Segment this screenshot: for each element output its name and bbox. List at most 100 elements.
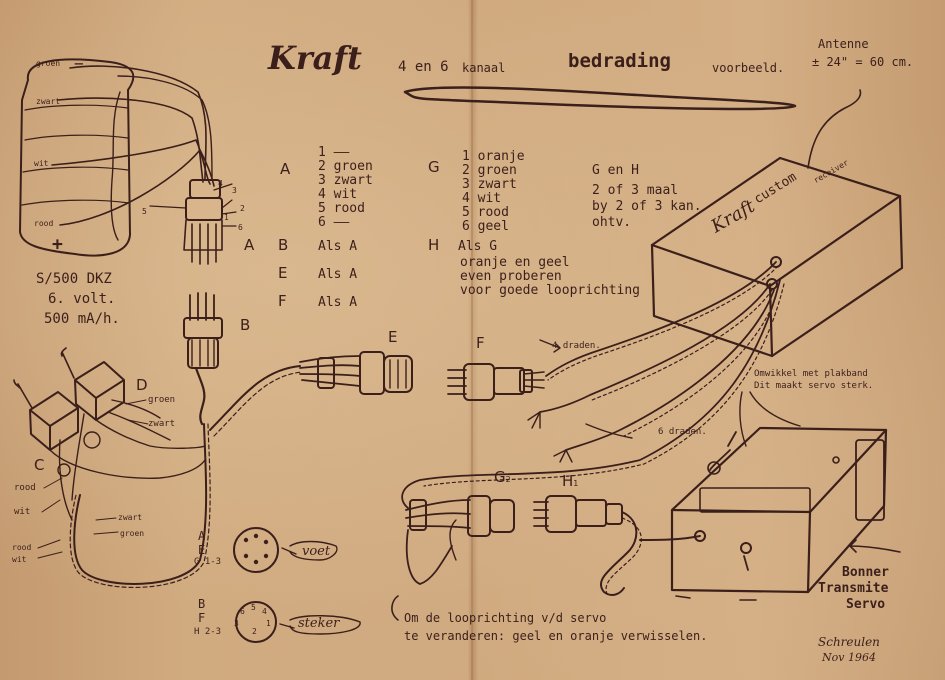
switch-wire-zwart: zwart (148, 419, 176, 429)
battery-wire-label-groen: groen (36, 59, 61, 68)
table-g-row-4: 4 wit (462, 191, 502, 206)
six-wires-arrow (585, 423, 633, 439)
twisted-cable-b (73, 423, 208, 585)
table-a-row-3: 3 zwart (318, 173, 373, 188)
connector-label-f: F (476, 334, 485, 352)
table-g-row-1: 1 oranje (462, 149, 525, 164)
battery-pack (19, 58, 135, 257)
h2-twisted-cable (600, 511, 638, 596)
footer-line-1: Om de looprichting v/d servo (404, 611, 607, 625)
connector-label-g2: G2 (494, 470, 511, 485)
table-f-text: Als A (318, 295, 358, 310)
plug-pin-5: 5 (251, 603, 256, 612)
tape-note-1: Omwikkel met plakband (754, 369, 868, 379)
gh-title: G en H (592, 163, 639, 178)
battery-wire-harness (51, 65, 215, 226)
servo-cable (639, 535, 701, 541)
g2-subscript: 2 (505, 475, 511, 484)
battery-type: S/500 DKZ (36, 271, 112, 287)
switch-wire-wit-2: wit (12, 555, 27, 564)
receiver-wire-bundles (401, 261, 785, 509)
connector-label-e: E (388, 328, 398, 346)
servo-name-line-3: Servo (846, 597, 886, 612)
footer-line-2: te veranderen: geel en oranje verwissele… (404, 629, 708, 643)
gh-note-2: by 2 of 3 kan. (592, 199, 702, 214)
switch-label-c: C (34, 456, 45, 474)
antenna-wire (807, 89, 862, 169)
table-a-row-6: 6 —— (318, 215, 350, 230)
pin-label-3: 3 (232, 186, 237, 195)
table-a-row-1: 1 —— (318, 145, 350, 160)
connector-h2 (533, 495, 623, 533)
connector-f (447, 363, 545, 401)
plug-pin-4: 4 (262, 607, 267, 616)
plug-pin-6: 6 (240, 607, 245, 616)
steker-letter-f: F (198, 611, 206, 625)
connector-label-a: A (244, 236, 255, 254)
table-e-text: Als A (318, 267, 358, 282)
four-wires-arrow (539, 339, 561, 353)
servo-box (670, 426, 888, 601)
plug-pin-1: 1 (266, 619, 271, 628)
switch-wire-wit: wit (14, 507, 31, 517)
connector-g2 (405, 495, 515, 537)
g2-cable-loop (405, 529, 453, 585)
g2-arrow (449, 519, 457, 561)
title-word-2: bedrading (568, 50, 671, 72)
signature: Schreulen (818, 635, 880, 649)
pin-label-5: 5 (142, 207, 147, 216)
table-letter-g: G (428, 158, 440, 176)
switch-label-d: D (136, 376, 148, 394)
tape-note-2: Dit maakt servo sterk. (754, 381, 874, 391)
tape-note-arrows (739, 391, 801, 447)
table-g-row-5: 5 rood (462, 205, 509, 220)
socket-voet (233, 527, 338, 573)
voet-letter-g: G 1-3 (194, 557, 222, 567)
switch-wire-rood-2: rood (12, 543, 32, 552)
h2-letter: H (562, 472, 574, 490)
plug-pin-2: 2 (252, 627, 257, 636)
servo-name-line-1: Bonner (842, 565, 889, 580)
table-a-row-2: 2 groen (318, 159, 373, 174)
steker-letter-b: B (198, 597, 206, 611)
gh-note-1: 2 of 3 maal (592, 183, 679, 198)
battery-wire-label-rood: rood (34, 219, 54, 228)
plug-steker (235, 601, 361, 643)
table-g-row-6: 6 geel (462, 219, 509, 234)
antenna-label: Antenne (818, 37, 869, 51)
title-underline-swirl (403, 86, 797, 111)
h-note-2: even proberen (460, 269, 562, 284)
g2-letter: G (494, 468, 506, 486)
six-wires-note: 6 draden. (658, 427, 707, 437)
connector-label-b: B (240, 316, 251, 334)
switch-assembly (13, 347, 206, 521)
battery-plus-sign: + (52, 234, 63, 255)
receiver-box (650, 156, 904, 358)
connector-b (183, 292, 223, 426)
footer-bracket (391, 595, 399, 621)
table-h-text: Als G (458, 239, 498, 254)
pin-label-2: 2 (240, 204, 245, 213)
table-letter-a: A (280, 160, 291, 178)
table-letter-f: F (278, 292, 287, 310)
connector-a (149, 179, 237, 265)
table-g-row-3: 3 zwart (462, 177, 517, 192)
battery-capacity: 500 mA/h. (44, 311, 120, 327)
table-a-row-5: 5 rood (318, 201, 365, 216)
brand-logo: Kraft (268, 39, 362, 77)
h-note-1: oranje en geel (460, 255, 570, 270)
voet-letter-e: E (198, 543, 206, 557)
four-wires-note: 4 draden. (552, 341, 601, 351)
signature-date: Nov 1964 (822, 651, 876, 664)
connector-label-h2: H1 (562, 474, 578, 489)
battery-wire-label-wit: wit (34, 159, 49, 168)
h-note-3: voor goede looprichting (460, 283, 641, 298)
voet-letter-a: A (198, 529, 206, 543)
servo-name-line-2: Transmite (818, 581, 889, 596)
table-b-text: Als A (318, 239, 358, 254)
table-a-row-4: 4 wit (318, 187, 358, 202)
title-word-1: kanaal (462, 61, 506, 75)
table-letter-h: H (428, 236, 440, 254)
